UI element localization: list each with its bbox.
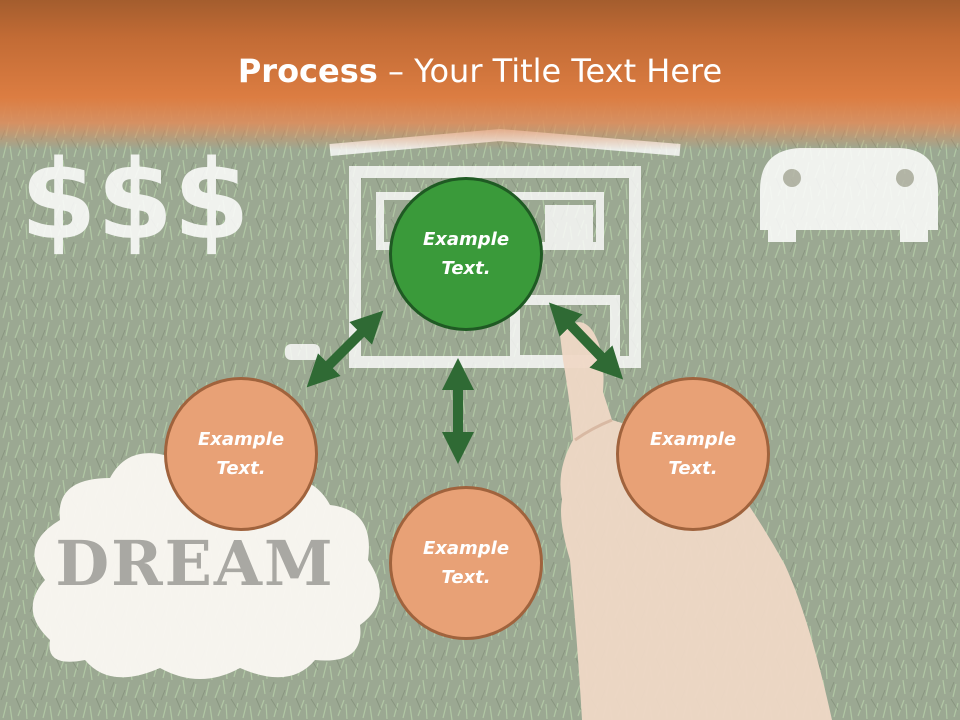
dollar-signs-graphic: $$$ <box>20 136 250 264</box>
title-bold: Process <box>237 52 378 90</box>
node-top-label: Example Text. <box>422 229 510 279</box>
node-left-label: Example Text. <box>197 429 285 479</box>
node-right: Example Text. <box>616 377 770 531</box>
car-graphic <box>760 148 938 242</box>
node-left: Example Text. <box>164 377 318 531</box>
title-rest: – Your Title Text Here <box>377 52 723 90</box>
node-bottom-label: Example Text. <box>422 538 510 588</box>
arrow-top-right <box>548 302 624 380</box>
slide-title: Process – Your Title Text Here <box>0 52 960 90</box>
arrow-top-left <box>306 310 384 388</box>
dream-word: DREAM <box>55 527 334 600</box>
node-bottom: Example Text. <box>389 486 543 640</box>
node-right-label: Example Text. <box>649 429 737 479</box>
node-top: Example Text. <box>389 177 543 331</box>
title-bar <box>0 0 960 150</box>
